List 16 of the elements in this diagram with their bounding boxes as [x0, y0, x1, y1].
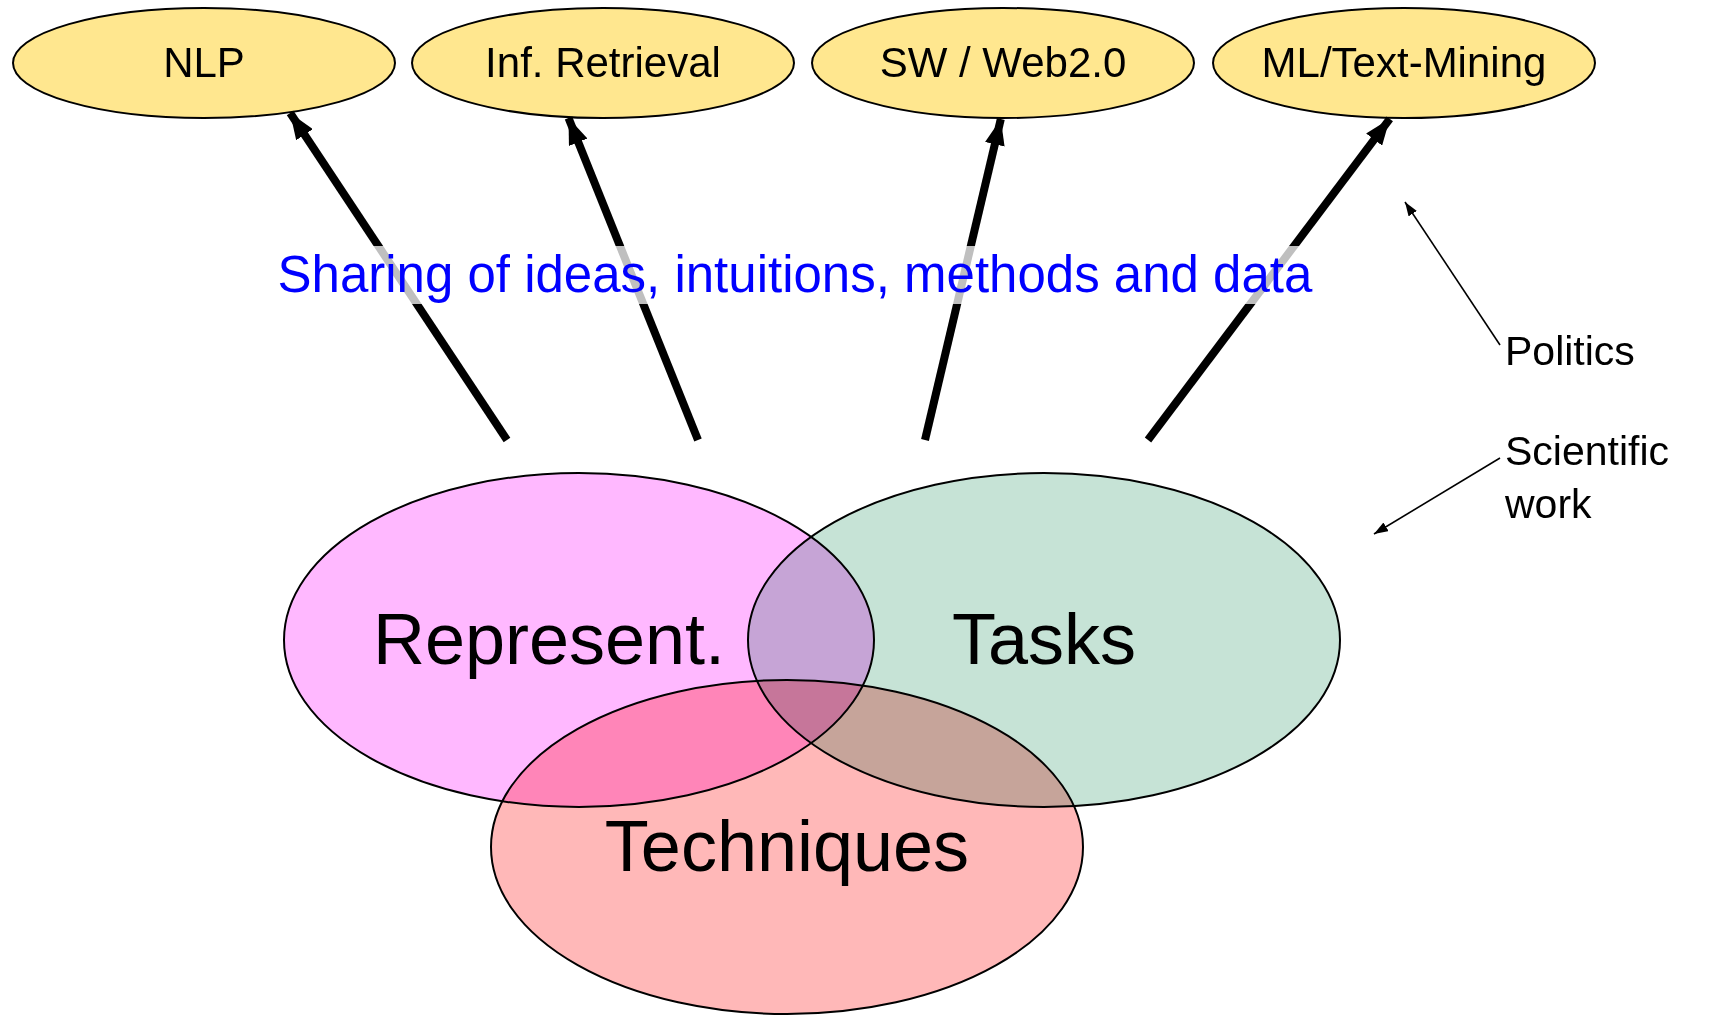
annotation-text: Politics [1505, 327, 1635, 376]
ellipse-label: Techniques [604, 805, 970, 889]
arrow [1144, 116, 1393, 443]
caption-text: Sharing of ideas, intuitions, methods and data [277, 245, 1313, 305]
annotation-text: Scientific work [1505, 427, 1671, 530]
ellipse-label: Represent. [372, 598, 726, 682]
ellipse-label: SW / Web2.0 [879, 37, 1127, 88]
arrow [1373, 457, 1501, 535]
ellipse-label: NLP [163, 37, 245, 88]
arrow [564, 116, 702, 442]
arrow [921, 118, 1005, 441]
arrow [286, 110, 511, 443]
ellipse-label: Tasks [951, 598, 1136, 682]
ellipse-label: ML/Text-Mining [1261, 37, 1547, 88]
arrow [1404, 201, 1501, 346]
ellipse-label: Inf. Retrieval [485, 37, 721, 88]
